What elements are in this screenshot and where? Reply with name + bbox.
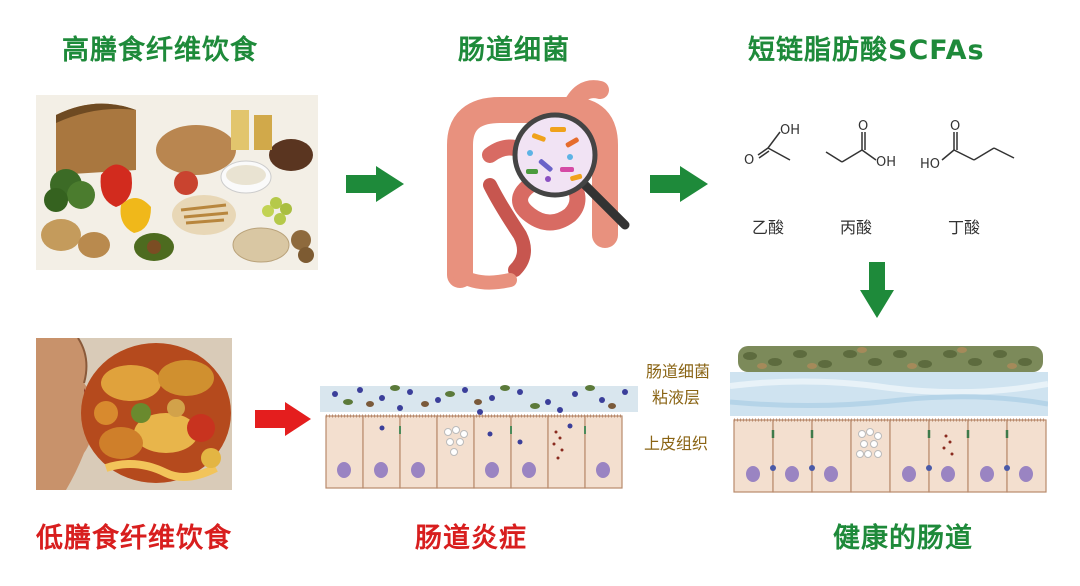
intestine-illustration — [420, 75, 640, 290]
oxygen-label: O — [744, 153, 754, 168]
layer-label-mucus: 粘液层 — [652, 388, 701, 407]
inflamed-epithelium-illustration — [320, 372, 638, 492]
arrow-right-icon — [255, 402, 311, 436]
healthy-gut-title: 健康的肠道 — [833, 523, 973, 554]
acetic-acid-structure: OH O — [740, 118, 810, 178]
oxygen-label: O — [858, 119, 868, 134]
propionic-acid-label: 丙酸 — [840, 218, 873, 237]
propionic-acid-structure: O OH — [820, 118, 910, 178]
butyric-acid-structure: O HO — [918, 118, 1018, 178]
low-fiber-food-image — [36, 338, 232, 490]
high-fiber-food-image — [36, 95, 318, 270]
layer-label-bacteria: 肠道细菌 — [646, 362, 711, 381]
arrow-right-icon — [346, 166, 404, 202]
acetic-acid-label: 乙酸 — [752, 218, 785, 237]
high-fiber-diet-title: 高膳食纤维饮食 — [62, 35, 258, 66]
low-fiber-diet-title: 低膳食纤维饮食 — [36, 523, 232, 554]
hydroxyl-label: OH — [876, 155, 896, 170]
arrow-right-icon — [650, 166, 708, 202]
hydroxyl-label: OH — [780, 123, 800, 138]
hydroxyl-label: HO — [920, 157, 940, 172]
scfa-title: 短链脂肪酸SCFAs — [748, 35, 985, 66]
butyric-acid-label: 丁酸 — [948, 218, 981, 237]
layer-label-epithelium: 上皮组织 — [644, 434, 709, 453]
healthy-epithelium-illustration — [730, 336, 1048, 496]
arrow-down-icon — [860, 262, 894, 318]
oxygen-label: O — [950, 119, 960, 134]
gut-bacteria-title: 肠道细菌 — [458, 35, 570, 66]
gut-inflammation-title: 肠道炎症 — [415, 523, 527, 554]
